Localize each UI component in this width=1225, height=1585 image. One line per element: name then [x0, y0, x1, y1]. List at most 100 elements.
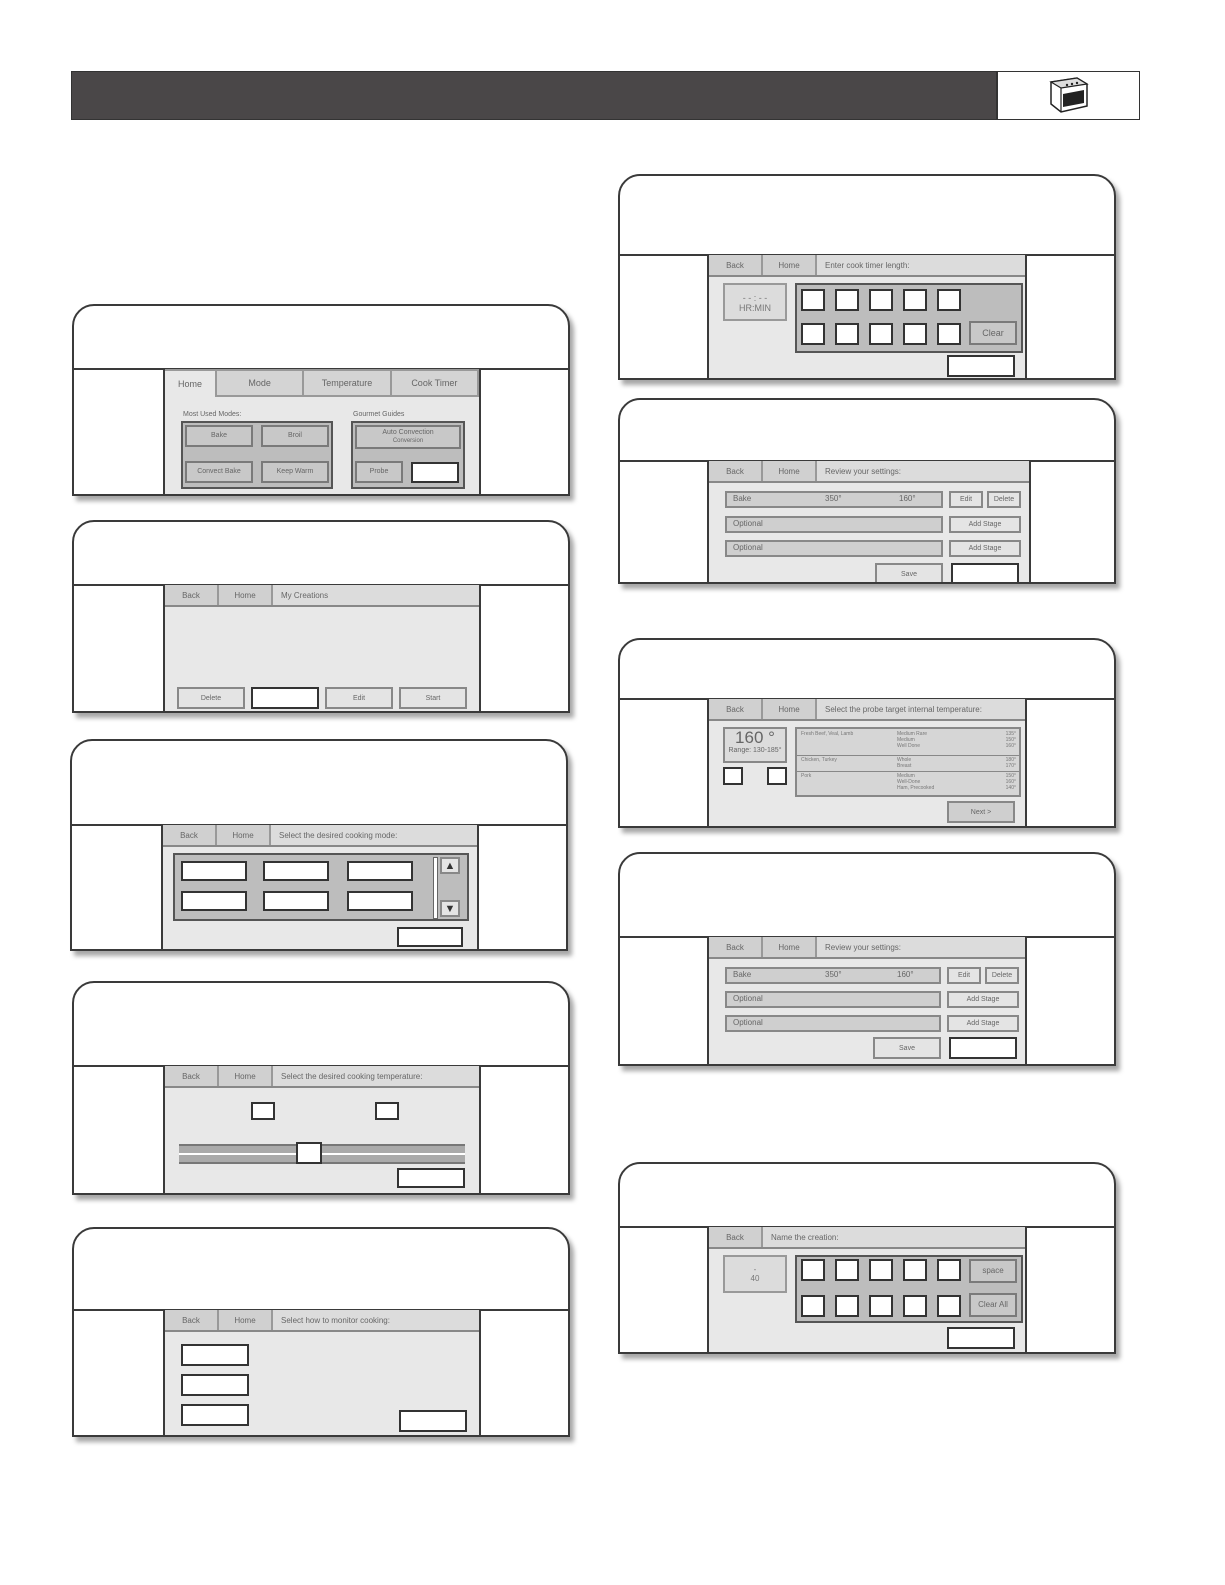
optional-label: Optional [733, 994, 763, 1003]
add-stage-button[interactable]: Add Stage [947, 991, 1019, 1008]
target-temp: 150° [1005, 737, 1016, 743]
edit-button[interactable]: Edit [949, 491, 983, 508]
stage-probe-temp: 160° [899, 494, 916, 503]
auto-convection-conversion-button[interactable]: Auto Convection Conversion [355, 425, 461, 449]
add-stage-button[interactable]: Add Stage [949, 516, 1021, 533]
key-5[interactable] [937, 289, 961, 311]
key-0[interactable] [937, 323, 961, 345]
monitor-option-2[interactable] [181, 1374, 249, 1396]
optional-label: Optional [733, 1018, 763, 1027]
back-button[interactable]: Back [165, 1066, 219, 1086]
target-temp: 160° [1005, 779, 1016, 785]
delete-button[interactable]: Delete [987, 491, 1021, 508]
key-2[interactable] [835, 1259, 859, 1281]
guide-group-beef[interactable]: Fresh Beef, Veal, Lamb Medium Rare Mediu… [797, 729, 1019, 756]
add-stage-button[interactable]: Add Stage [949, 540, 1021, 557]
home-button[interactable]: Home [217, 825, 271, 845]
stage-3-row[interactable]: Optional [725, 1015, 941, 1032]
home-button[interactable]: Home [763, 937, 817, 957]
mode-option-5[interactable] [263, 891, 329, 911]
back-button[interactable]: Back [709, 255, 763, 275]
stage-3-row[interactable]: Optional [725, 540, 943, 557]
stage-2-row[interactable]: Optional [725, 991, 941, 1008]
key-1[interactable] [801, 289, 825, 311]
key-7[interactable] [835, 1295, 859, 1317]
key-4[interactable] [903, 289, 927, 311]
back-button[interactable]: Back [709, 1227, 763, 1247]
key-9[interactable] [903, 1295, 927, 1317]
stage-1-row[interactable]: Bake 350° 160° [725, 967, 941, 984]
cook-timer-card: Back Home Enter cook timer length: - - :… [618, 174, 1116, 380]
monitor-option-3[interactable] [181, 1404, 249, 1426]
scroll-track[interactable] [433, 857, 438, 919]
delete-button[interactable]: Delete [177, 687, 245, 709]
convect-bake-button[interactable]: Convect Bake [185, 461, 253, 483]
mode-option-2[interactable] [263, 861, 329, 881]
key-1[interactable] [801, 1259, 825, 1281]
stage-1-row[interactable]: Bake 350° 160° [725, 491, 943, 508]
probe-up-box[interactable] [767, 767, 787, 785]
guide-group-pork[interactable]: Pork Medium Well-Done Ham, Precooked 150… [797, 771, 1019, 795]
back-button[interactable]: Back [163, 825, 217, 845]
tab-mode[interactable]: Mode [217, 369, 305, 397]
key-6[interactable] [801, 1295, 825, 1317]
name-cursor: - [753, 1265, 757, 1274]
tab-home[interactable]: Home [165, 369, 217, 397]
back-button[interactable]: Back [709, 937, 763, 957]
stage-probe-temp: 160° [897, 970, 914, 979]
key-8[interactable] [869, 323, 893, 345]
key-3[interactable] [869, 289, 893, 311]
key-6[interactable] [801, 323, 825, 345]
back-button[interactable]: Back [709, 699, 763, 719]
stage-2-row[interactable]: Optional [725, 516, 943, 533]
probe-down-box[interactable] [723, 767, 743, 785]
space-button[interactable]: space [969, 1259, 1017, 1283]
broil-button[interactable]: Broil [261, 425, 329, 447]
target-temp: 135° [1005, 731, 1016, 737]
key-9[interactable] [903, 323, 927, 345]
edit-button[interactable]: Edit [325, 687, 393, 709]
next-button[interactable]: Next > [947, 801, 1015, 823]
temperature-slider-track[interactable] [179, 1144, 465, 1164]
save-button[interactable]: Save [875, 563, 943, 582]
home-button[interactable]: Home [219, 585, 273, 605]
temperature-slider-thumb[interactable] [296, 1142, 322, 1164]
clear-all-button[interactable]: Clear All [969, 1293, 1017, 1317]
back-button[interactable]: Back [709, 461, 763, 481]
key-4[interactable] [903, 1259, 927, 1281]
home-button[interactable]: Home [219, 1066, 273, 1086]
home-button[interactable]: Home [219, 1310, 273, 1330]
temp-down-box[interactable] [251, 1102, 275, 1120]
clear-button[interactable]: Clear [969, 321, 1017, 345]
scroll-up-button[interactable]: ▲ [440, 857, 460, 874]
key-3[interactable] [869, 1259, 893, 1281]
tab-temperature[interactable]: Temperature [304, 369, 392, 397]
mode-option-3[interactable] [347, 861, 413, 881]
key-8[interactable] [869, 1295, 893, 1317]
home-button[interactable]: Home [763, 255, 817, 275]
mode-option-6[interactable] [347, 891, 413, 911]
edit-button[interactable]: Edit [947, 967, 981, 984]
back-button[interactable]: Back [165, 1310, 219, 1330]
key-10[interactable] [937, 1295, 961, 1317]
key-7[interactable] [835, 323, 859, 345]
probe-button[interactable]: Probe [355, 461, 403, 483]
key-5[interactable] [937, 1259, 961, 1281]
guide-group-poultry[interactable]: Chicken, Turkey Whole Breast 180° 170° [797, 755, 1019, 772]
home-button[interactable]: Home [763, 699, 817, 719]
mode-option-4[interactable] [181, 891, 247, 911]
bake-button[interactable]: Bake [185, 425, 253, 447]
mode-option-1[interactable] [181, 861, 247, 881]
scroll-down-button[interactable]: ▼ [440, 900, 460, 917]
key-2[interactable] [835, 289, 859, 311]
temp-up-box[interactable] [375, 1102, 399, 1120]
tab-cook-timer[interactable]: Cook Timer [391, 369, 479, 397]
keep-warm-button[interactable]: Keep Warm [261, 461, 329, 483]
back-button[interactable]: Back [165, 585, 219, 605]
monitor-option-1[interactable] [181, 1344, 249, 1366]
home-button[interactable]: Home [763, 461, 817, 481]
save-button[interactable]: Save [873, 1037, 941, 1059]
delete-button[interactable]: Delete [985, 967, 1019, 984]
add-stage-button[interactable]: Add Stage [947, 1015, 1019, 1032]
start-button[interactable]: Start [399, 687, 467, 709]
